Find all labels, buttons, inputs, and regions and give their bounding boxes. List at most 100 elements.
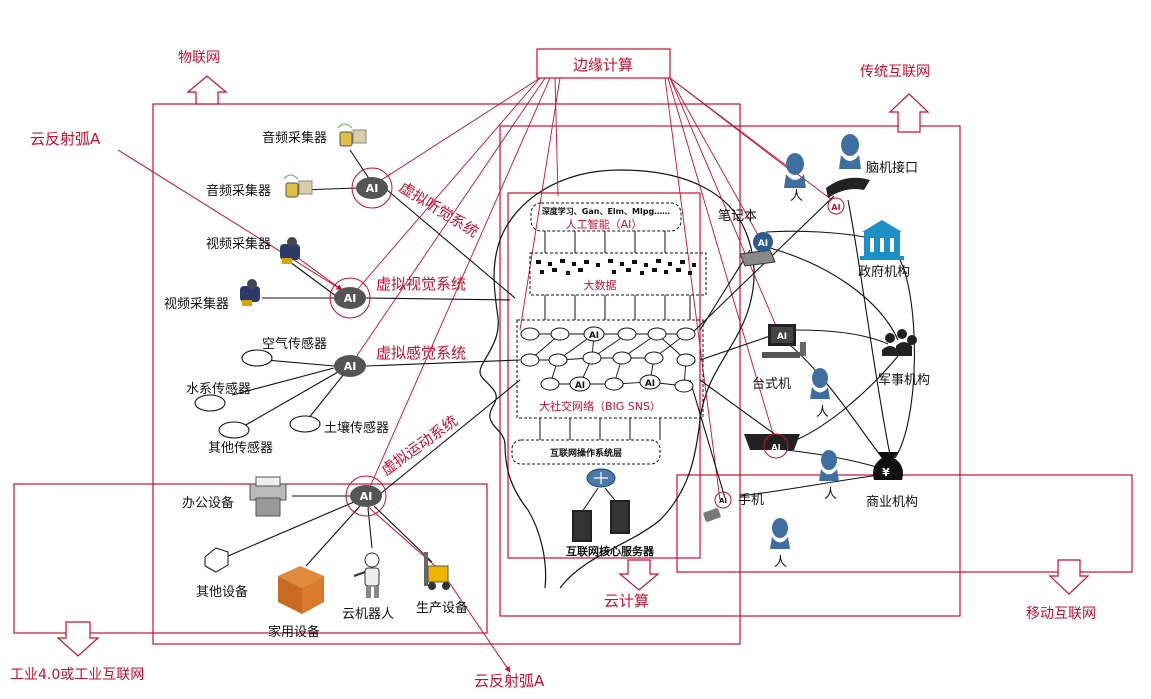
ai-hub-sensor: AI xyxy=(334,355,366,377)
ai-hub-industry: AI xyxy=(345,475,387,517)
internet-region-label: 传统互联网 xyxy=(860,64,930,80)
motor-system-label: 虚拟运动系统 xyxy=(378,412,461,479)
home-device-label: 家用设备 xyxy=(268,624,320,640)
audio-collector-label: 音频采集器 xyxy=(206,183,271,199)
phone-icon: AI xyxy=(703,491,732,522)
server-icon xyxy=(572,468,630,542)
mobile-region-box xyxy=(676,474,1133,573)
mobile-region-label: 移动互联网 xyxy=(1026,606,1096,622)
person-label: 人 xyxy=(790,189,803,204)
sns-ai-text: AI xyxy=(589,331,599,341)
ai-hub-text: AI xyxy=(366,182,379,195)
person-icon xyxy=(784,153,806,188)
person-icon xyxy=(819,450,839,481)
sns-ai-text: AI xyxy=(645,379,655,389)
ai-layer-text: 人工智能（AI） xyxy=(566,217,643,231)
ai-hub-video: AI xyxy=(329,277,371,319)
forklift-icon xyxy=(424,552,450,590)
video-collector-label: 视频采集器 xyxy=(164,296,229,312)
mobile-arrow-icon xyxy=(1048,559,1090,595)
servers-text: 互联网核心服务器 xyxy=(566,544,655,558)
other-device-hexagon xyxy=(204,547,229,573)
laptop-ai-text: AI xyxy=(758,239,768,249)
edge-region-box xyxy=(536,48,671,79)
ai-hub-text: AI xyxy=(360,490,373,503)
iot-region-box xyxy=(152,103,741,645)
algorithms-text: 深度学习、Gan、Elm、Mlpg…… xyxy=(542,206,670,216)
brain-head-outline xyxy=(479,169,755,589)
sensory-system-label: 虚拟感觉系统 xyxy=(376,344,466,362)
phone-ai-text: AI xyxy=(719,497,727,505)
video-collector-icon xyxy=(280,237,300,264)
bigdata-text: 大数据 xyxy=(584,278,617,292)
svg-text:¥: ¥ xyxy=(882,466,890,479)
person-icon xyxy=(770,518,790,549)
sensor-nodes xyxy=(194,349,321,439)
industry-region-label: 工业4.0或工业互联网 xyxy=(10,667,144,683)
person-icon xyxy=(839,134,861,169)
layer-connectors xyxy=(539,231,691,440)
government-building-icon xyxy=(860,220,904,260)
other-device-label: 其他设备 xyxy=(196,584,248,600)
laptop-label: 笔记本 xyxy=(718,208,757,224)
sns-text: 大社交网络（BIG SNS） xyxy=(539,399,661,413)
bigdata-layer: 大数据 xyxy=(529,252,707,296)
money-bag-icon: ¥ xyxy=(873,452,903,480)
printer-icon xyxy=(249,476,287,517)
vr-headset-icon: AI xyxy=(826,177,870,215)
auditory-system-label: 虚拟听觉系统 xyxy=(396,178,482,241)
phone-label: 手机 xyxy=(738,493,764,508)
audio-collector-icon xyxy=(283,174,313,198)
reflex-arc-lines xyxy=(117,149,511,673)
person-label: 人 xyxy=(774,555,787,570)
reflex-arc-top-label: 云反射弧A xyxy=(30,130,101,148)
sns-layer: AI AI AI 大社交网络（BIG SNS） xyxy=(516,319,704,419)
industry-arrow-icon xyxy=(56,621,100,657)
water-sensor-label: 水系传感器 xyxy=(186,381,251,397)
reflex-arc-bottom-label: 云反射弧A xyxy=(474,672,545,690)
laptop-icon: AI xyxy=(739,232,776,267)
ai-hub-audio: AI xyxy=(351,167,393,209)
audio-collector-icon xyxy=(337,123,367,147)
video-collector-label: 视频采集器 xyxy=(206,236,271,252)
robot-icon xyxy=(353,552,380,598)
visual-system-label: 虚拟视觉系统 xyxy=(376,275,466,293)
desktop-computer-icon: AI xyxy=(762,324,806,358)
iot-region-label: 物联网 xyxy=(178,50,220,66)
desktop-label: 台式机 xyxy=(752,377,791,392)
audio-collector-label: 音频采集器 xyxy=(262,130,327,146)
person-icon xyxy=(810,368,830,399)
ai-algorithm-layer: 深度学习、Gan、Elm、Mlpg…… 人工智能（AI） xyxy=(530,202,682,232)
military-label: 军事机构 xyxy=(878,373,930,388)
sns-ai-text: AI xyxy=(575,381,585,391)
gov-label: 政府机构 xyxy=(858,265,910,280)
edge-lines xyxy=(349,77,833,501)
desktop-ai-text: AI xyxy=(777,332,787,342)
cloud-region-label: 云计算 xyxy=(604,592,649,610)
robot-label: 云机器人 xyxy=(342,607,394,622)
edge-region-label: 边缘计算 xyxy=(573,56,633,74)
home-device-box-icon xyxy=(278,566,324,614)
headset-ai-text: AI xyxy=(831,203,840,212)
cloud-arrow-icon xyxy=(618,559,660,591)
production-device-label: 生产设备 xyxy=(416,600,468,616)
ai-hub-text: AI xyxy=(344,360,357,373)
iot-arrow-icon xyxy=(186,75,228,105)
os-text: 互联网操作系统层 xyxy=(550,447,622,459)
other-sensor-label: 其他传感器 xyxy=(208,440,273,456)
internet-arrow-icon xyxy=(888,93,930,133)
person-label: 人 xyxy=(816,405,829,420)
internet-region-box xyxy=(499,125,961,617)
device-links xyxy=(227,149,915,567)
cloud-region-box xyxy=(507,192,701,559)
office-device-label: 办公设备 xyxy=(182,495,234,511)
military-icon xyxy=(882,329,917,356)
business-label: 商业机构 xyxy=(866,495,918,510)
ai-hub-text: AI xyxy=(344,292,357,305)
air-sensor-label: 空气传感器 xyxy=(262,336,327,352)
soil-sensor-label: 土壤传感器 xyxy=(324,420,389,436)
os-layer: 互联网操作系统层 xyxy=(511,439,661,465)
bci-label: 脑机接口 xyxy=(866,160,918,176)
person-label: 人 xyxy=(824,487,837,502)
